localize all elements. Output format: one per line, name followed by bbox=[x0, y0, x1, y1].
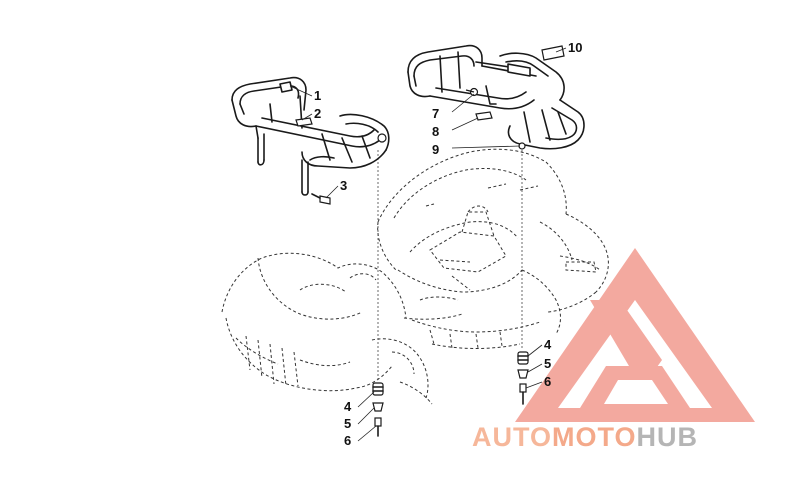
watermark-word-auto: AUTO bbox=[472, 422, 552, 452]
callout-6-rear: 6 bbox=[544, 374, 551, 389]
front-mount-hardware bbox=[372, 382, 384, 437]
watermark-logo-mark bbox=[515, 248, 755, 422]
callout-6-front: 6 bbox=[344, 433, 351, 448]
rear-mount-hardware bbox=[517, 351, 529, 405]
callout-9: 9 bbox=[432, 142, 439, 157]
callout-leaders bbox=[289, 47, 567, 442]
callout-8: 8 bbox=[432, 124, 439, 139]
front-cargo-rack bbox=[231, 76, 390, 205]
callout-7: 7 bbox=[432, 106, 439, 121]
callout-labels: 1 2 3 7 8 9 10 4 5 6 4 5 6 bbox=[314, 40, 582, 448]
callout-4-front: 4 bbox=[344, 399, 352, 414]
svg-text:AUTOMOTOHUB: AUTOMOTOHUB bbox=[472, 422, 698, 452]
callout-10: 10 bbox=[568, 40, 582, 55]
callout-5-rear: 5 bbox=[544, 356, 551, 371]
watermark-wordmark: AUTOMOTOHUB bbox=[472, 422, 698, 452]
callout-4-rear: 4 bbox=[544, 337, 552, 352]
rear-cargo-rack bbox=[407, 44, 585, 150]
watermark-word-moto: MOTO bbox=[552, 422, 637, 452]
callout-5-front: 5 bbox=[344, 416, 351, 431]
atv-body-outline bbox=[221, 148, 609, 405]
assembly-guide-lines bbox=[377, 150, 523, 380]
watermark-word-hub: HUB bbox=[637, 422, 699, 452]
callout-1: 1 bbox=[314, 88, 321, 103]
callout-3: 3 bbox=[340, 178, 347, 193]
callout-2: 2 bbox=[314, 106, 321, 121]
